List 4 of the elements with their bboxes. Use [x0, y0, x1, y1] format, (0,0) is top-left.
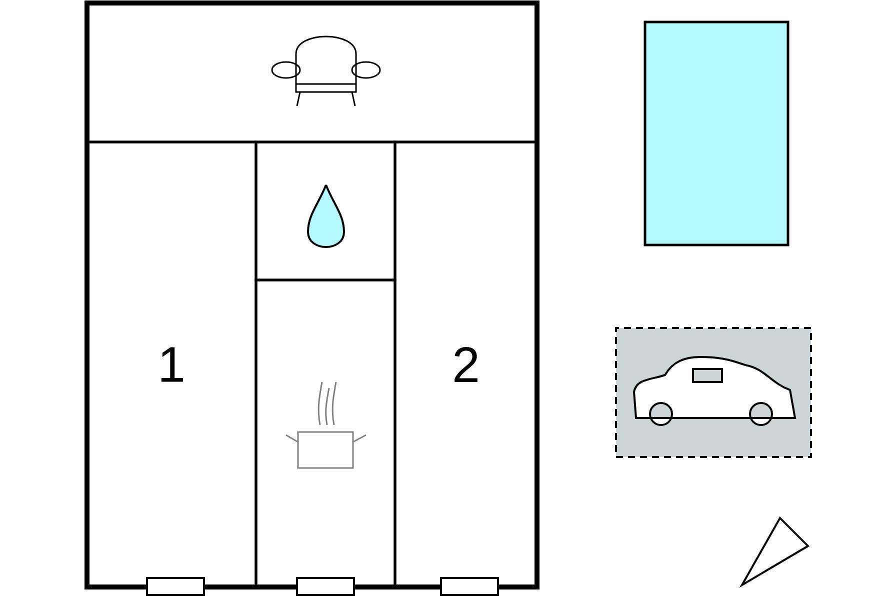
room: 1: [86, 140, 258, 588]
room: 2: [394, 140, 538, 588]
room: [254, 140, 396, 282]
pool: [644, 20, 790, 246]
